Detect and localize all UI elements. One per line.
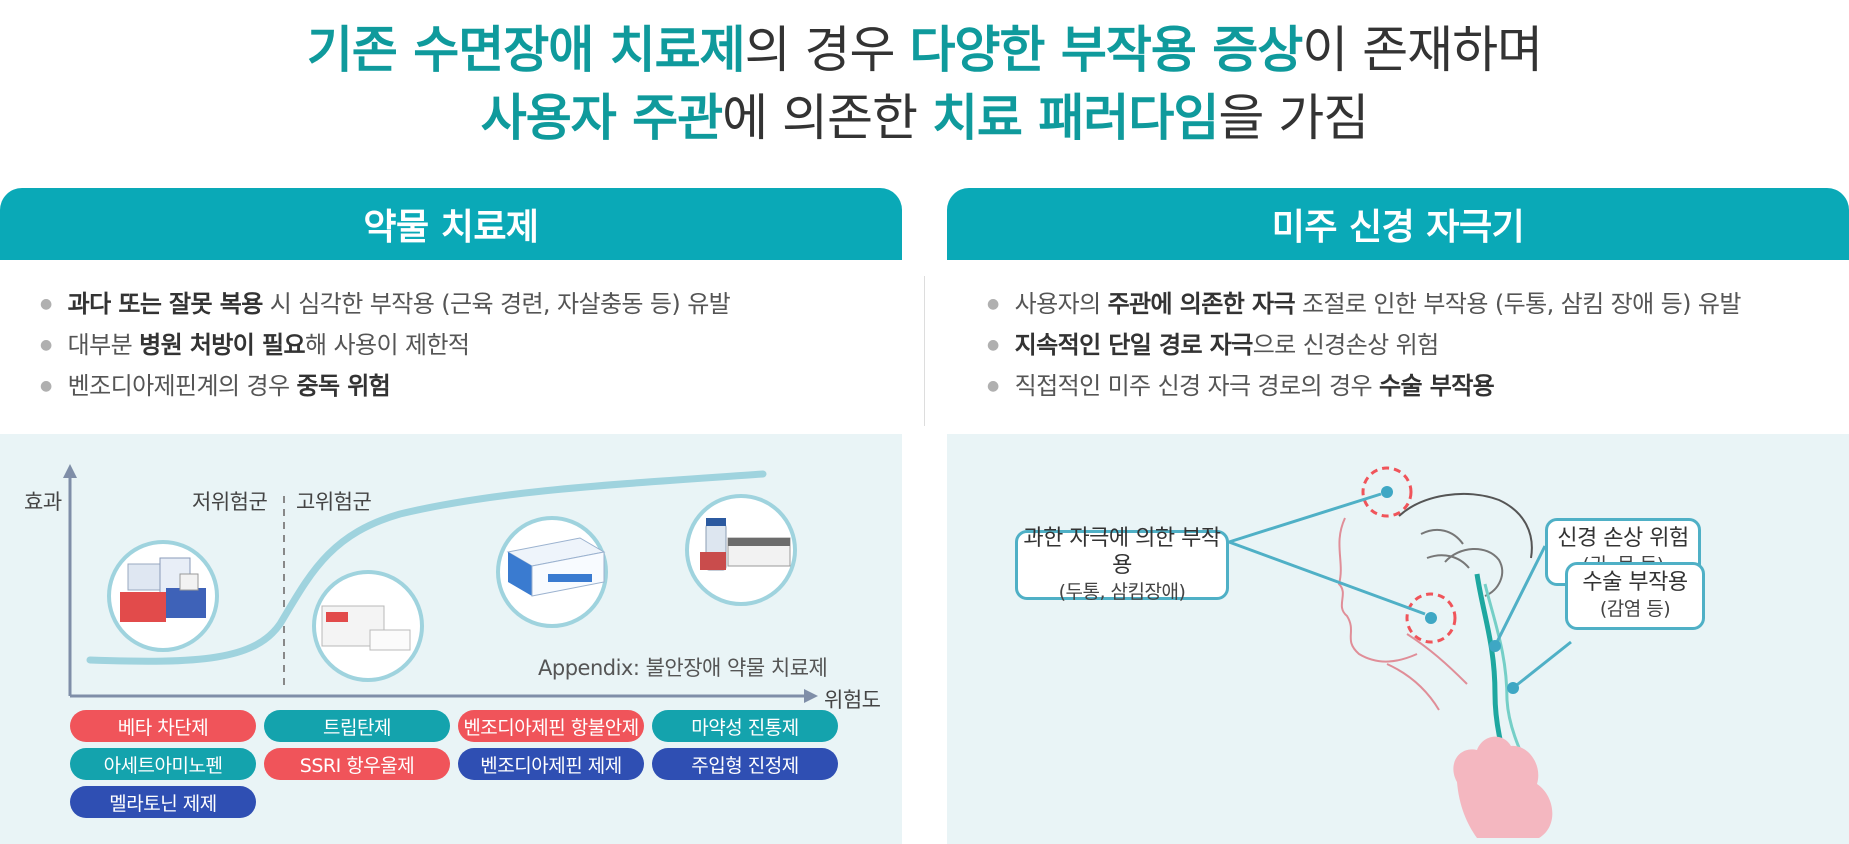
drug-image-circle-3 [496,516,608,628]
low-risk-group-label: 저위험군 [192,490,268,514]
connector-neck [1228,540,1426,616]
drug-tag: 베타 차단제 [70,710,256,742]
connector-nerve [1493,545,1547,647]
drug-tag: SSRI 항우울제 [264,748,450,780]
vagus-stimulator-panel: 미주 신경 자극기 사용자의 주관에 의존한 자극 조절로 인한 부작용 (두통… [947,188,1849,409]
vagus-bullet-3: 직접적인 미주 신경 자극 경로의 경우 수술 부작용 [987,368,1849,409]
drug-bullet-1: 과다 또는 잘못 복용 시 심각한 부작용 (근육 경련, 자살충동 등) 유발 [40,286,902,327]
overstimulation-callout: 과한 자극에 의한 부작용 (두통, 삼킴장애) [1015,526,1229,603]
drug-image-circle-1 [107,540,219,652]
drug-tag: 멜라토닌 제제 [70,786,256,818]
drug-bullet-3: 벤조디아제핀계의 경우 중독 위험 [40,368,902,409]
overstimulation-callout-title: 과한 자극에 의한 부작용 [1023,525,1221,578]
drug-image-circle-2 [312,570,424,682]
vagus-bullet-1: 사용자의 주관에 의존한 자극 조절로 인한 부작용 (두통, 삼킴 장애 등)… [987,286,1849,327]
connector-surgery [1512,640,1572,690]
bullet-text: 조절로 인한 부작용 (두통, 삼킴 장애 등) 유발 [1294,290,1742,318]
ear-structure [1420,528,1470,569]
headline-line-2: 사용자 주관에 의존한 치료 패러다임을 가짐 [0,78,1849,150]
drug-risk-effect-diagram: 효과 저위험군 고위험군 Appendix: 불안장애 약물 치료제 위험도 베… [0,434,902,844]
surgery-callout-title: 수술 부작용 [1582,570,1688,595]
drug-tag: 벤조디아제핀 제제 [458,748,644,780]
drug-tag: 마약성 진통제 [652,710,838,742]
drug-therapy-panel: 약물 치료제 과다 또는 잘못 복용 시 심각한 부작용 (근육 경련, 자살충… [0,188,902,409]
bullet-text: 해 사용이 제한적 [304,331,470,359]
surgery-callout-sub: (감염 등) [1599,598,1671,620]
drug-image-circle-4 [685,494,797,606]
drug-tag: 벤조디아제핀 항불안제 [458,710,644,742]
headline-text: 을 가짐 [1218,89,1369,147]
stim-target-ear-icon [1361,466,1413,518]
bullet-emphasis: 중독 위험 [296,372,391,400]
appendix-label: Appendix: 불안장애 약물 치료제 [538,656,828,680]
x-axis-label: 위험도 [824,688,881,712]
stim-point-neck [1425,612,1437,624]
stim-point-ear [1381,486,1393,498]
nerve-point [1489,640,1501,652]
headline-text: 이 존재하며 [1302,21,1543,79]
drug-therapy-title: 약물 치료제 [0,188,902,260]
surgery-point [1507,682,1519,694]
x-axis-arrow-icon [804,689,818,703]
effect-curve [86,470,767,665]
y-axis-label: 효과 [24,490,62,514]
connector-ear [1228,492,1382,544]
bullet-emphasis: 병원 처방이 필요 [139,331,305,359]
vagus-stimulator-bullets: 사용자의 주관에 의존한 자극 조절로 인한 부작용 (두통, 삼킴 장애 등)… [947,260,1849,409]
anatomy-illustration [1228,466,1572,838]
face-outline [1337,517,1418,663]
headline-text: 에 의존한 [722,89,932,147]
bullet-text: 사용자의 [1014,290,1108,318]
stim-target-neck-icon [1405,592,1457,644]
bullet-emphasis: 과다 또는 잘못 복용 [67,290,264,318]
panel-divider [924,276,925,426]
nerve-damage-callout-title: 신경 손상 위험 [1557,526,1689,551]
headline-highlight: 다양한 부작용 증상 [909,21,1303,79]
surgery-callout: 수술 부작용 (감염 등) [1565,562,1705,630]
bullet-text: 대부분 [67,331,140,359]
headline-text: 의 경우 [744,21,910,79]
drug-tag: 주입형 진정제 [652,748,838,780]
neck-outline [1386,633,1468,711]
bullet-text: 시 심각한 부작용 (근육 경련, 자살충동 등) 유발 [262,290,731,318]
head-outline [1398,492,1533,559]
bullet-text: 으로 신경손상 위험 [1252,331,1440,359]
vagus-bullet-2: 지속적인 단일 경로 자극으로 신경손상 위험 [987,327,1849,368]
drug-therapy-bullets: 과다 또는 잘못 복용 시 심각한 부작용 (근육 경련, 자살충동 등) 유발… [0,260,902,409]
bullet-emphasis: 지속적인 단일 경로 자극 [1014,331,1254,359]
bullet-text: 직접적인 미주 신경 자극 경로의 경우 [1014,372,1379,400]
risk-effect-graph [63,464,818,703]
bullet-text: 벤조디아제핀계의 경우 [67,372,297,400]
overstimulation-callout-sub: (두통, 삼킴장애) [1058,580,1186,603]
headline-line-1: 기존 수면장애 치료제의 경우 다양한 부작용 증상이 존재하며 [0,10,1849,82]
vagus-stimulator-title: 미주 신경 자극기 [947,188,1849,260]
heart-vessels [1453,736,1553,838]
vagus-stimulation-diagram: 과한 자극에 의한 부작용 (두통, 삼킴장애) 신경 손상 위험 (귀, 목 … [947,434,1849,844]
headline-highlight: 치료 패러다임 [931,89,1219,147]
drug-tag: 아세트아미노펜 [70,748,256,780]
high-risk-group-label: 고위험군 [296,490,372,514]
ear-canal [1444,547,1504,597]
drug-bullet-2: 대부분 병원 처방이 필요해 사용이 제한적 [40,327,902,368]
bullet-emphasis: 수술 부작용 [1379,372,1495,400]
bullet-emphasis: 주관에 의존한 자극 [1107,290,1296,318]
headline-highlight: 사용자 주관 [480,89,723,147]
headline-highlight: 기존 수면장애 치료제 [306,21,746,79]
drug-tag: 트립탄제 [264,710,450,742]
y-axis-arrow-icon [63,464,77,478]
